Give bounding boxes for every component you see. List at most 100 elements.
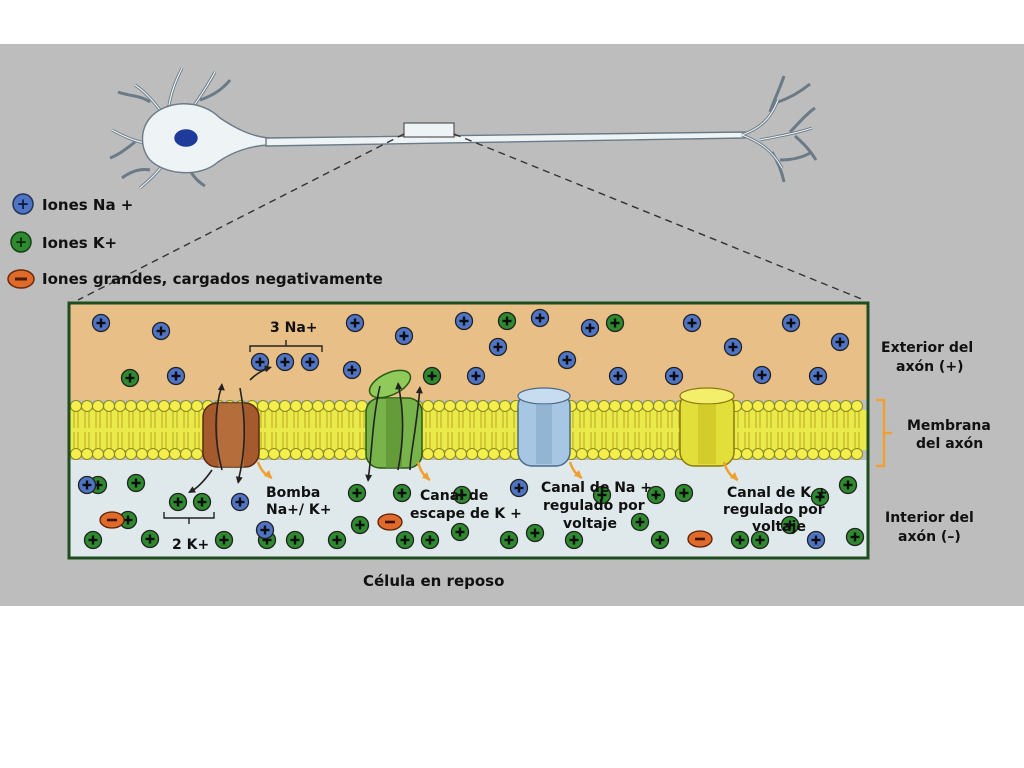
phospholipid-head <box>70 448 82 460</box>
phospholipid-head <box>433 400 445 412</box>
phospholipid-head <box>664 400 676 412</box>
phospholipid-head <box>158 448 170 460</box>
legend-sodium-icon: + <box>12 193 34 215</box>
phospholipid-head <box>290 400 302 412</box>
legend-sodium-label: Iones Na + <box>42 196 133 214</box>
phospholipid-head <box>147 400 159 412</box>
phospholipid-head <box>422 400 434 412</box>
phospholipid-head <box>499 448 511 460</box>
svg-text:+: + <box>15 233 28 251</box>
phospholipid-head <box>114 448 126 460</box>
phospholipid-head <box>488 400 500 412</box>
svg-text:+: + <box>17 195 30 213</box>
neuron-illustration <box>109 67 818 190</box>
k-channel-label-line1: Canal de K + <box>727 485 828 501</box>
pump-label-line2: Na+/ K+ <box>266 502 331 518</box>
phospholipid-head <box>752 448 764 460</box>
phospholipid-head <box>796 400 808 412</box>
leak-channel-label-line2: escape de K + <box>410 506 522 522</box>
phospholipid-head <box>312 448 324 460</box>
membrane-bracket <box>876 398 892 468</box>
phospholipid-head <box>796 448 808 460</box>
phospholipid-head <box>268 448 280 460</box>
phospholipid-head <box>587 400 599 412</box>
phospholipid-head <box>191 448 203 460</box>
phospholipid-head <box>279 448 291 460</box>
phospholipid-head <box>180 400 192 412</box>
phospholipid-head <box>631 400 643 412</box>
bracket-3-na <box>249 340 323 352</box>
phospholipid-head <box>455 400 467 412</box>
phospholipid-head <box>664 448 676 460</box>
phospholipid-head <box>81 400 93 412</box>
phospholipid-head <box>312 400 324 412</box>
phospholipid-head <box>81 448 93 460</box>
phospholipid-head <box>92 400 104 412</box>
phospholipid-head <box>125 400 137 412</box>
membrane-proteins <box>202 369 739 482</box>
phospholipid-head <box>598 448 610 460</box>
phospholipid-head <box>840 448 852 460</box>
k-channel-label-line2: regulado por <box>723 502 825 518</box>
exterior-label-line1: Exterior del <box>881 340 973 356</box>
transport-arrow <box>215 384 223 471</box>
phospholipid-head <box>851 448 863 460</box>
phospholipid-head <box>103 400 115 412</box>
lipid-bilayer <box>70 400 867 460</box>
phospholipid-head <box>323 400 335 412</box>
phospholipid-head <box>433 448 445 460</box>
phospholipid-head <box>774 448 786 460</box>
phospholipid-head <box>191 400 203 412</box>
phospholipid-head <box>301 400 313 412</box>
pump-label-line1: Bomba <box>266 485 320 501</box>
phospholipid-head <box>763 400 775 412</box>
phospholipid-head <box>103 448 115 460</box>
phospholipid-head <box>785 448 797 460</box>
phospholipid-head <box>653 448 665 460</box>
ion-particles <box>77 308 865 550</box>
phospholipid-head <box>818 448 830 460</box>
bilayer-core <box>70 410 867 450</box>
legend-anion-icon <box>7 269 35 289</box>
phospholipid-head <box>136 400 148 412</box>
phospholipid-head <box>114 400 126 412</box>
phospholipid-head <box>587 448 599 460</box>
phospholipid-head <box>301 448 313 460</box>
phospholipid-head <box>466 448 478 460</box>
phospholipid-head <box>818 400 830 412</box>
phospholipid-head <box>807 448 819 460</box>
transport-arrow <box>237 387 246 483</box>
label-2-k: 2 K+ <box>172 537 209 553</box>
legend-anion-label: Iones grandes, cargados negativamente <box>42 270 383 288</box>
phospholipid-head <box>477 400 489 412</box>
phospholipid-head <box>466 400 478 412</box>
phospholipid-head <box>334 400 346 412</box>
phospholipid-head <box>125 448 137 460</box>
interior-label-line1: Interior del <box>885 510 974 526</box>
transport-arrow <box>367 385 381 481</box>
caption: Célula en reposo <box>363 572 504 590</box>
phospholipid-head <box>620 400 632 412</box>
phospholipid-head <box>741 400 753 412</box>
phospholipid-head <box>631 448 643 460</box>
phospholipid-head <box>92 448 104 460</box>
phospholipid-head <box>444 448 456 460</box>
label-3-na: 3 Na+ <box>270 320 318 336</box>
phospholipid-head <box>268 400 280 412</box>
na-channel-label-line3: voltaje <box>563 516 617 532</box>
phospholipid-head <box>598 400 610 412</box>
k-channel-label-line3: voltaje <box>752 519 806 535</box>
phospholipid-head <box>829 448 841 460</box>
phospholipid-head <box>840 400 852 412</box>
phospholipid-head <box>422 448 434 460</box>
phospholipid-head <box>290 448 302 460</box>
phospholipid-head <box>807 400 819 412</box>
phospholipid-head <box>477 448 489 460</box>
phospholipid-head <box>642 400 654 412</box>
phospholipid-head <box>851 400 863 412</box>
phospholipid-head <box>576 400 588 412</box>
phospholipid-head <box>499 400 511 412</box>
transport-arrow <box>397 383 404 471</box>
zoom-line-right <box>453 133 865 301</box>
